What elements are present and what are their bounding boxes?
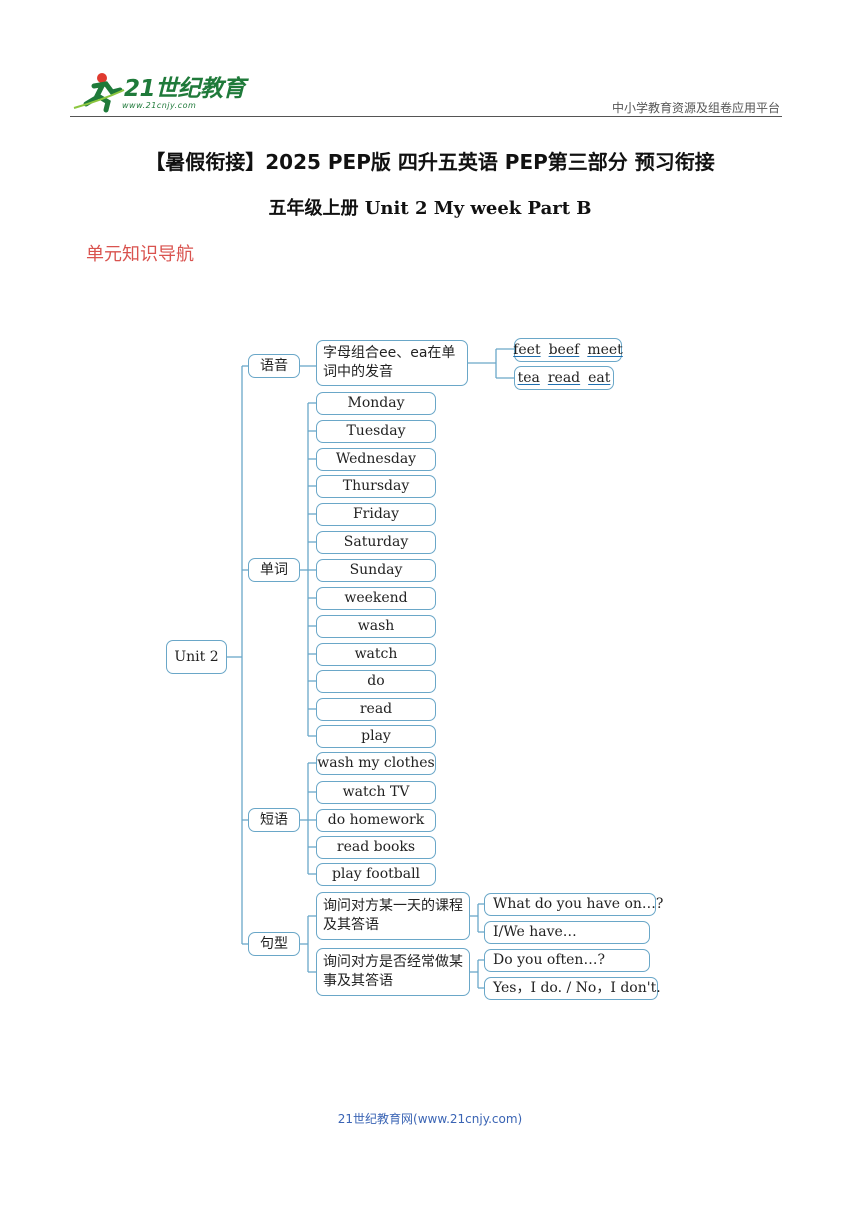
phonics-topic: 字母组合ee、ea在单词中的发音 <box>316 340 468 386</box>
word-item: weekend <box>316 587 436 610</box>
sentence-item: Do you often…? <box>484 949 650 972</box>
phonics-examples-ea: tea read eat <box>514 366 614 390</box>
logo-url: www.21cnjy.com <box>122 101 197 110</box>
sentence-topic: 询问对方某一天的课程及其答语 <box>316 892 470 940</box>
word-item: read <box>316 698 436 721</box>
word-item: watch <box>316 643 436 666</box>
example-word: beef <box>548 341 580 358</box>
category-phrases: 短语 <box>248 808 300 832</box>
platform-text: 中小学教育资源及组卷应用平台 <box>611 101 780 115</box>
example-word: eat <box>588 369 611 386</box>
page-title: 【暑假衔接】2025 PEP版 四升五英语 PEP第三部分 预习衔接 <box>145 150 715 174</box>
phrase-item: read books <box>316 836 436 859</box>
example-word: read <box>547 369 581 386</box>
word-item: Saturday <box>316 531 436 554</box>
word-item: Sunday <box>316 559 436 582</box>
word-item: Wednesday <box>316 448 436 471</box>
sentence-item: Yes，I do. / No，I don't. <box>484 977 661 1000</box>
word-item: do <box>316 670 436 693</box>
page-subtitle: 五年级上册 Unit 2 My week Part B <box>268 198 592 219</box>
category-words: 单词 <box>248 558 300 582</box>
phrase-item: watch TV <box>316 781 436 804</box>
example-word: meet <box>587 341 623 358</box>
sentence-topic: 询问对方是否经常做某事及其答语 <box>316 948 470 996</box>
phrase-item: wash my clothes <box>316 752 436 775</box>
example-word: feet <box>513 341 541 358</box>
word-item: Tuesday <box>316 420 436 443</box>
logo-text: 21世纪教育 <box>124 76 246 102</box>
phrase-item: do homework <box>316 809 436 832</box>
example-word: tea <box>517 369 540 386</box>
phonics-examples-ee: feet beef meet <box>513 338 623 362</box>
word-item: Monday <box>316 392 436 415</box>
sentence-item: What do you have on…? <box>484 893 663 916</box>
word-item: wash <box>316 615 436 638</box>
phrase-item: play football <box>316 863 436 886</box>
category-phonics: 语音 <box>248 354 300 378</box>
header-divider <box>70 116 782 117</box>
word-item: Friday <box>316 503 436 526</box>
page-footer: 21世纪教育网(www.21cnjy.com) <box>337 1112 523 1126</box>
word-item: play <box>316 725 436 748</box>
section-heading: 单元知识导航 <box>86 244 194 265</box>
category-sentences: 句型 <box>248 932 300 956</box>
mindmap-root: Unit 2 <box>166 640 227 674</box>
sentence-item: I/We have… <box>484 921 650 944</box>
word-item: Thursday <box>316 475 436 498</box>
runner-logo-icon <box>73 73 125 113</box>
